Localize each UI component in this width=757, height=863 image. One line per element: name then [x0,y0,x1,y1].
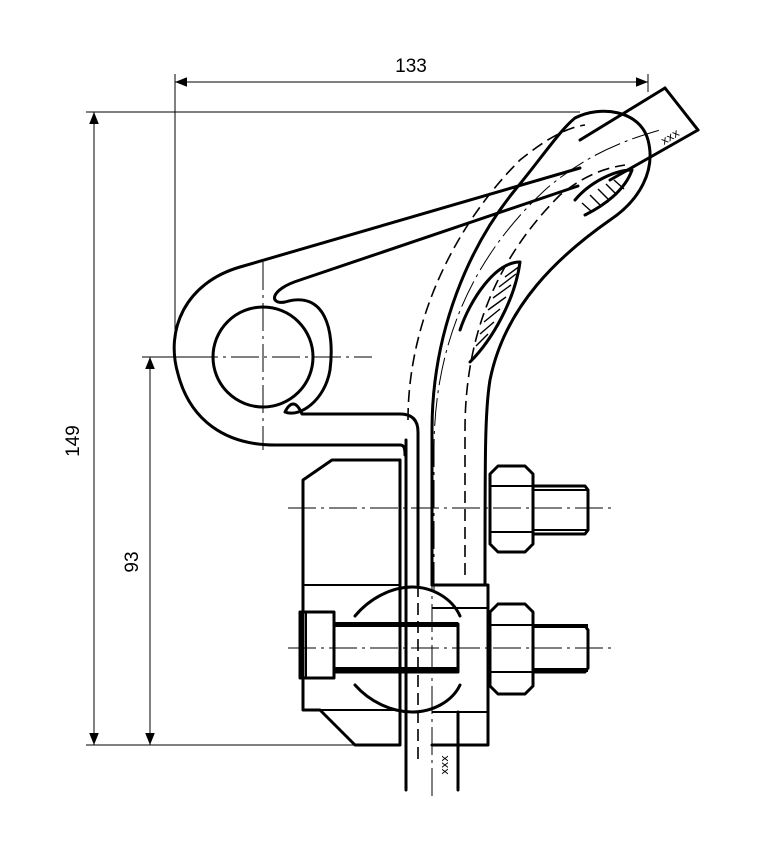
width-dimension-label: 133 [395,56,427,77]
top-conductor: xxx [578,86,700,182]
top-conductor-marking: xxx [658,126,682,148]
saddle-hatching [573,168,634,217]
upper-bolt [288,464,612,554]
center-height-dimension-label: 93 [122,551,143,572]
curved-arm [407,109,661,590]
hook-loop [172,166,582,587]
dimension-width: 133 [174,56,649,340]
lower-bolt [288,602,612,696]
clamp-body: xxx [301,438,490,800]
groove-hatching [475,265,521,347]
bolt-head [298,610,336,680]
total-height-dimension-label: 149 [63,425,84,457]
dimension-total-height: 149 [63,111,580,746]
bottom-conductor-marking: xxx [438,755,451,775]
